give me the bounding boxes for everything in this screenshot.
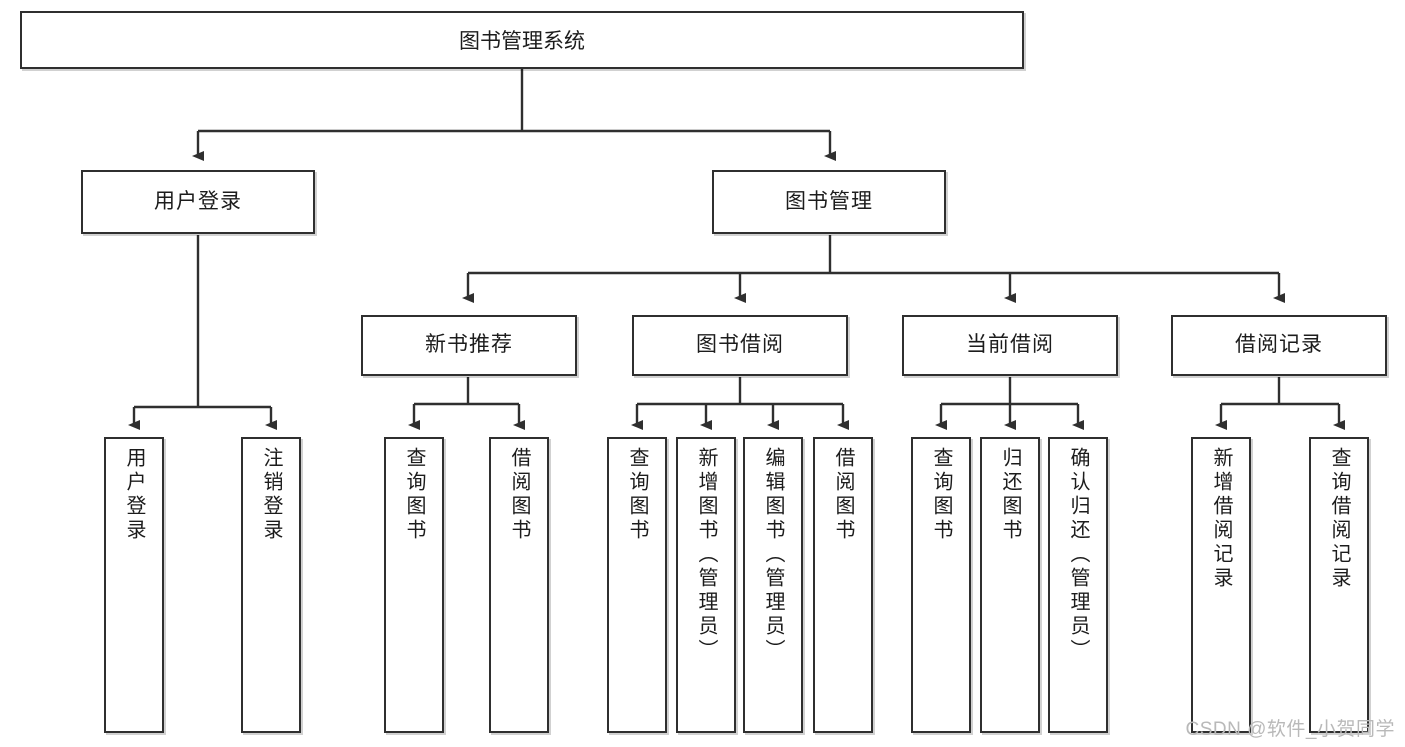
node-label: 当前借阅: [966, 333, 1054, 357]
node-leaf-query-borrow-record[interactable]: 查询借阅记录: [1309, 437, 1369, 733]
node-user-login[interactable]: 用户登录: [81, 170, 315, 234]
node-leaf-return-book[interactable]: 归还图书: [980, 437, 1040, 733]
node-label: 注销登录: [260, 447, 282, 543]
node-label: 借阅图书: [508, 447, 530, 543]
node-current-borrowing[interactable]: 当前借阅: [902, 315, 1118, 376]
node-label: 借阅记录: [1235, 333, 1323, 357]
node-book-borrowing[interactable]: 图书借阅: [632, 315, 848, 376]
node-borrowing-records[interactable]: 借阅记录: [1171, 315, 1387, 376]
node-leaf-edit-book-admin[interactable]: 编辑图书（管理员）: [743, 437, 803, 733]
node-leaf-confirm-return-admin[interactable]: 确认归还（管理员）: [1048, 437, 1108, 733]
node-label: 图书管理: [785, 189, 873, 213]
node-label: 图书借阅: [696, 333, 784, 357]
node-leaf-borrow-book-new[interactable]: 借阅图书: [489, 437, 549, 733]
node-book-management[interactable]: 图书管理: [712, 170, 946, 234]
node-label: 归还图书: [999, 447, 1021, 543]
node-label: 确认归还（管理员）: [1067, 447, 1089, 663]
node-label: 图书管理系统: [459, 30, 585, 53]
node-label: 查询图书: [930, 447, 952, 543]
node-leaf-logout[interactable]: 注销登录: [241, 437, 301, 733]
node-leaf-user-login[interactable]: 用户登录: [104, 437, 164, 733]
node-label: 编辑图书（管理员）: [762, 447, 784, 663]
node-root-library-management-system[interactable]: 图书管理系统: [20, 11, 1024, 69]
node-label: 新增图书（管理员）: [695, 447, 717, 663]
node-label: 查询图书: [626, 447, 648, 543]
node-label: 用户登录: [123, 447, 145, 543]
node-label: 新增借阅记录: [1210, 447, 1232, 591]
node-leaf-borrow-book[interactable]: 借阅图书: [813, 437, 873, 733]
node-leaf-query-book-current[interactable]: 查询图书: [911, 437, 971, 733]
node-leaf-add-borrow-record[interactable]: 新增借阅记录: [1191, 437, 1251, 733]
node-new-book-recommendation[interactable]: 新书推荐: [361, 315, 577, 376]
node-leaf-query-book-borrow[interactable]: 查询图书: [607, 437, 667, 733]
node-leaf-add-book-admin[interactable]: 新增图书（管理员）: [676, 437, 736, 733]
node-label: 查询图书: [403, 447, 425, 543]
node-label: 借阅图书: [832, 447, 854, 543]
node-label: 查询借阅记录: [1328, 447, 1350, 591]
node-label: 用户登录: [154, 189, 242, 213]
watermark-text: CSDN @软件_小贺同学: [1185, 719, 1395, 740]
node-label: 新书推荐: [425, 333, 513, 357]
node-leaf-query-book-new[interactable]: 查询图书: [384, 437, 444, 733]
